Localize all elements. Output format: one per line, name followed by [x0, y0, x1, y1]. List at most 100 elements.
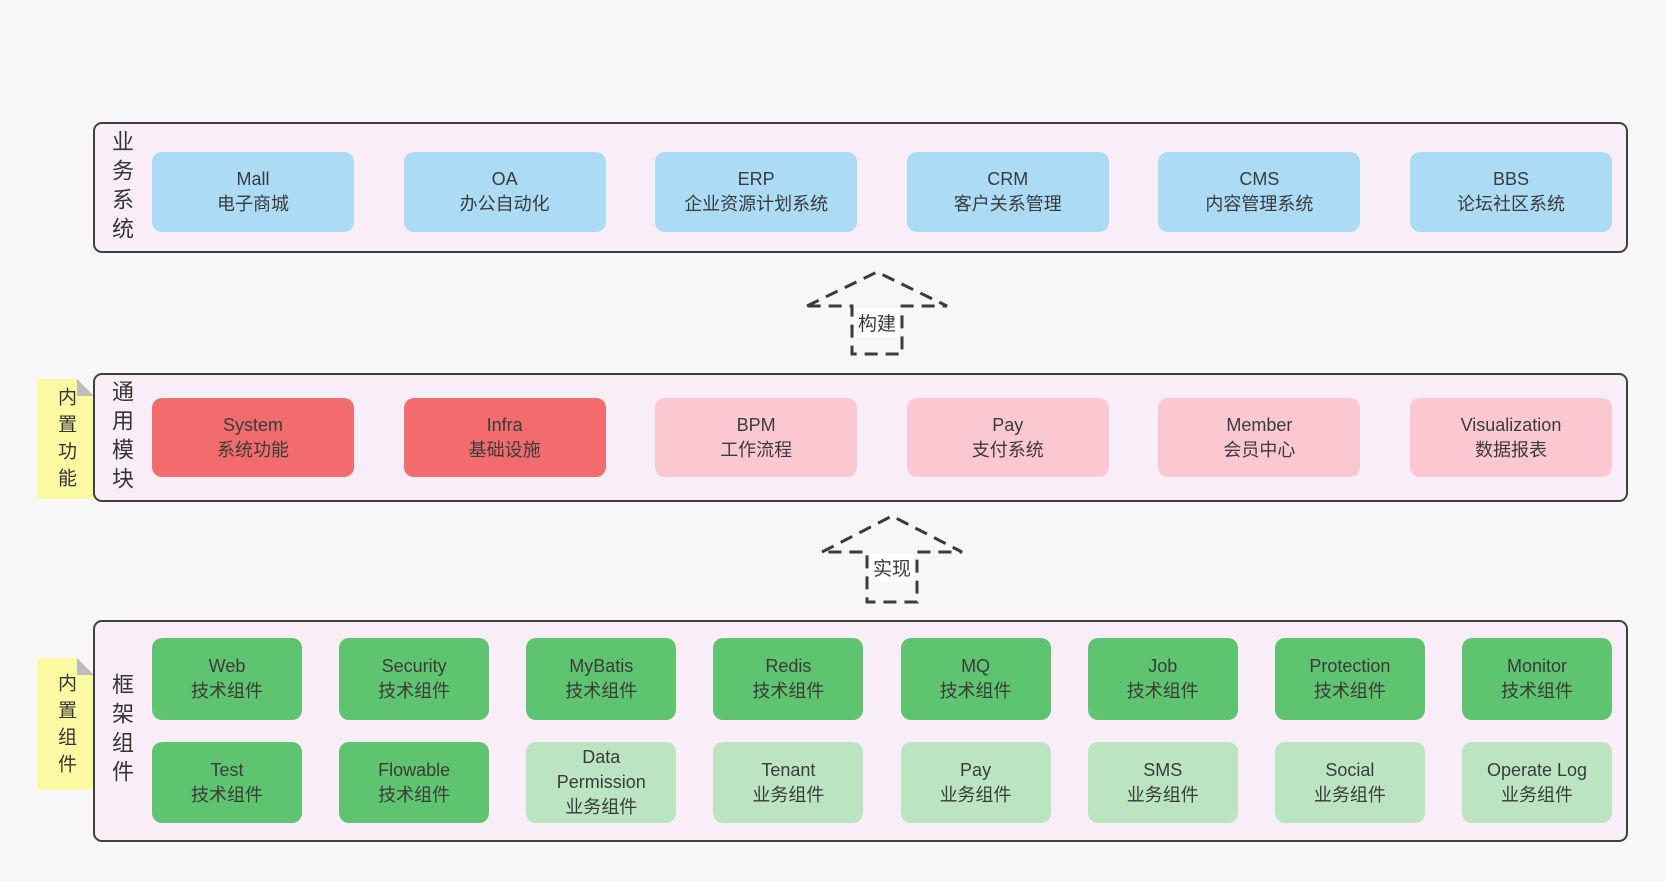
module-box-bpm: BPM 工作流程: [655, 398, 858, 477]
box-title: System: [222, 414, 283, 435]
box-title: ERP: [737, 169, 775, 189]
box-subtitle: 技术组件: [191, 681, 263, 701]
box-title: Data Permission: [556, 747, 646, 792]
box-subtitle: 系统功能: [217, 439, 289, 460]
component-box-mq: MQ 技术组件: [900, 638, 1051, 720]
box-title: Web: [208, 656, 246, 676]
component-box-pay: Pay 业务组件: [900, 742, 1051, 823]
box-title: Member: [1226, 414, 1293, 435]
box-title: Operate Log: [1486, 759, 1588, 780]
component-box-redis: Redis 技术组件: [713, 638, 864, 720]
framework-box-row-2: Test 技术组件 Flowable 技术组件 Data Permission …: [152, 742, 1612, 823]
builtin-components-note: 内置组件: [37, 658, 94, 790]
framework-panel-label: 框架组件: [109, 673, 134, 789]
box-title: BBS: [1492, 169, 1529, 189]
component-box-data-permission: Data Permission 业务组件: [526, 742, 677, 823]
implement-arrow-label: 实现: [869, 553, 915, 583]
box-subtitle: 技术组件: [191, 784, 263, 805]
component-box-protection: Protection 技术组件: [1274, 638, 1425, 720]
system-box-bbs: BBS 论坛社区系统: [1409, 152, 1612, 232]
implement-arrow: 实现: [817, 512, 967, 606]
box-title: Pay: [960, 759, 992, 780]
box-subtitle: 数据报表: [1474, 439, 1547, 460]
component-box-web: Web 技术组件: [152, 638, 302, 720]
box-subtitle: 工作流程: [720, 439, 793, 460]
box-subtitle: 支付系统: [971, 439, 1044, 460]
framework-components-panel: 框架组件 Web 技术组件 Security 技术组件 MyBatis 技术组件…: [93, 620, 1628, 842]
framework-box-row-1: Web 技术组件 Security 技术组件 MyBatis 技术组件 Redi…: [152, 638, 1612, 720]
box-subtitle: 技术组件: [939, 681, 1012, 701]
component-box-job: Job 技术组件: [1087, 638, 1238, 720]
box-title: SMS: [1143, 759, 1183, 780]
box-subtitle: 技术组件: [752, 681, 825, 701]
module-box-member: Member 会员中心: [1158, 398, 1361, 477]
box-title: Redis: [765, 656, 812, 676]
box-title: Social: [1325, 759, 1375, 780]
component-box-social: Social 业务组件: [1274, 742, 1425, 823]
module-box-system: System 系统功能: [152, 398, 354, 477]
dashed-up-arrow-icon: [821, 514, 963, 604]
box-title: Flowable: [378, 759, 451, 780]
system-box-cms: CMS 内容管理系统: [1158, 152, 1361, 232]
box-title: Mall: [236, 169, 270, 189]
box-title: Security: [381, 656, 447, 676]
box-title: OA: [491, 169, 518, 189]
box-subtitle: 论坛社区系统: [1456, 194, 1565, 214]
box-title: CMS: [1239, 169, 1280, 189]
builtin-features-note: 内置功能: [37, 379, 94, 499]
modules-panel-label: 通用模块: [109, 379, 134, 496]
builtin-features-note-text: 内置功能: [55, 387, 76, 496]
build-arrow-label: 构建: [854, 307, 900, 337]
module-box-pay: Pay 支付系统: [906, 398, 1109, 477]
box-subtitle: 技术组件: [1313, 681, 1386, 701]
component-box-flowable: Flowable 技术组件: [339, 742, 490, 823]
business-box-row: Mall 电子商城 OA 办公自动化 ERP 企业资源计划系统 CRM 客户关系…: [152, 152, 1612, 232]
box-subtitle: 基础设施: [468, 439, 541, 460]
box-subtitle: 会员中心: [1223, 439, 1296, 460]
system-box-mall: Mall 电子商城: [152, 152, 354, 232]
component-box-mybatis: MyBatis 技术组件: [526, 638, 677, 720]
component-box-tenant: Tenant 业务组件: [713, 742, 864, 823]
module-box-visualization: Visualization 数据报表: [1409, 398, 1612, 477]
box-subtitle: 内容管理系统: [1205, 194, 1314, 214]
dashed-up-arrow-icon: [806, 270, 948, 356]
business-systems-panel: 业务系统 Mall 电子商城 OA 办公自动化 ERP 企业资源计划系统 CRM…: [93, 122, 1628, 253]
box-subtitle: 办公自动化: [459, 194, 550, 214]
module-box-infra: Infra 基础设施: [403, 398, 606, 477]
box-title: Visualization: [1460, 414, 1562, 435]
system-box-crm: CRM 客户关系管理: [906, 152, 1109, 232]
box-title: Infra: [486, 414, 523, 435]
box-title: Monitor: [1506, 656, 1567, 676]
box-subtitle: 客户关系管理: [953, 194, 1062, 214]
box-title: Test: [210, 759, 244, 780]
box-subtitle: 业务组件: [1500, 784, 1573, 805]
box-subtitle: 业务组件: [565, 797, 638, 817]
box-subtitle: 电子商城: [217, 194, 289, 214]
box-subtitle: 技术组件: [378, 681, 451, 701]
box-title: CRM: [987, 169, 1029, 189]
box-subtitle: 技术组件: [378, 784, 451, 805]
box-title: Tenant: [761, 759, 816, 780]
box-subtitle: 技术组件: [1500, 681, 1573, 701]
common-modules-panel: 通用模块 System 系统功能 Infra 基础设施 BPM 工作流程 Pay…: [93, 373, 1628, 502]
box-title: BPM: [736, 414, 776, 435]
box-subtitle: 企业资源计划系统: [684, 194, 829, 214]
modules-box-row: System 系统功能 Infra 基础设施 BPM 工作流程 Pay 支付系统…: [152, 398, 1612, 477]
component-box-sms: SMS 业务组件: [1087, 742, 1238, 823]
component-box-monitor: Monitor 技术组件: [1461, 638, 1612, 720]
box-subtitle: 业务组件: [752, 784, 825, 805]
box-subtitle: 技术组件: [1126, 681, 1199, 701]
system-box-oa: OA 办公自动化: [403, 152, 606, 232]
box-subtitle: 业务组件: [1126, 784, 1199, 805]
box-subtitle: 业务组件: [1313, 784, 1386, 805]
box-title: Pay: [992, 414, 1024, 435]
component-box-test: Test 技术组件: [152, 742, 302, 823]
system-box-erp: ERP 企业资源计划系统: [655, 152, 858, 232]
component-box-operate-log: Operate Log 业务组件: [1461, 742, 1612, 823]
box-subtitle: 技术组件: [565, 681, 638, 701]
build-arrow: 构建: [802, 268, 952, 358]
box-title: MQ: [961, 656, 991, 676]
box-title: MyBatis: [569, 656, 634, 676]
box-title: Job: [1148, 656, 1178, 676]
